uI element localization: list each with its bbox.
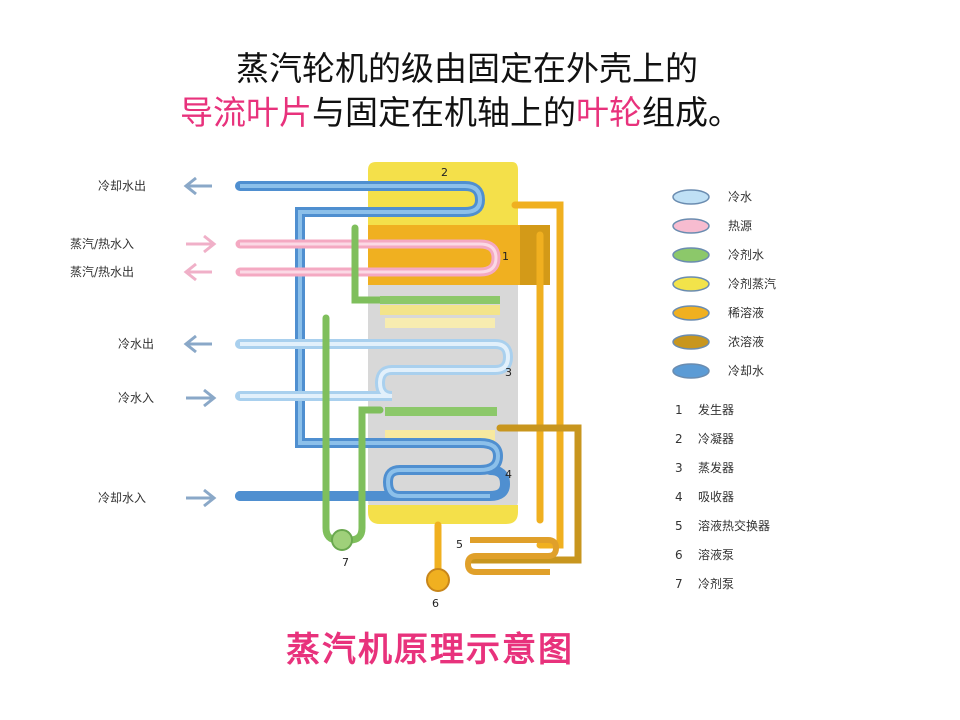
pipe-labels: 冷却水出 蒸汽/热水入 蒸汽/热水出 冷水出 冷水入 冷却水入 bbox=[70, 179, 154, 505]
legend-label: 冷水 bbox=[728, 190, 752, 204]
component-name: 溶液热交换器 bbox=[698, 518, 770, 533]
component-number: 3 bbox=[675, 461, 683, 475]
marker-5: 5 bbox=[456, 538, 463, 551]
component-number: 6 bbox=[675, 548, 683, 562]
legend-label: 冷剂蒸汽 bbox=[728, 276, 776, 291]
marker-4: 4 bbox=[505, 468, 512, 481]
flow-arrows bbox=[183, 176, 217, 508]
legend-label: 稀溶液 bbox=[728, 305, 764, 320]
component-list: 1 发生器 2 冷凝器 3 蒸发器 4 吸收器 5 溶液热交换器 6 溶液泵 7 冷剂泵 bbox=[675, 402, 770, 591]
component-number: 5 bbox=[675, 519, 683, 533]
pipe-label-chilled-in: 冷水入 bbox=[118, 391, 154, 405]
legend-item: 冷却水 bbox=[672, 363, 764, 379]
legend-label: 热源 bbox=[728, 219, 752, 233]
component-number: 4 bbox=[675, 490, 683, 504]
legend-swatch bbox=[672, 247, 710, 263]
legend-label: 冷却水 bbox=[728, 364, 764, 378]
legend-item: 冷剂蒸汽 bbox=[672, 276, 776, 292]
refrigerant-pump-icon bbox=[331, 529, 353, 551]
component-number: 1 bbox=[675, 403, 683, 417]
heat-exchanger bbox=[464, 537, 560, 575]
legend-item: 冷剂水 bbox=[672, 247, 764, 263]
title-line-1: 蒸汽轮机的级由固定在外壳上的 bbox=[236, 49, 698, 88]
legend-item: 冷水 bbox=[672, 189, 752, 205]
title-text-end: 组成。 bbox=[642, 93, 741, 132]
component-name: 冷剂泵 bbox=[698, 576, 734, 591]
pipe-label-cooling-out: 冷却水出 bbox=[98, 179, 146, 193]
pipe-label-chilled-out: 冷水出 bbox=[118, 337, 154, 351]
component-name: 冷凝器 bbox=[698, 431, 734, 446]
title-text-mid: 与固定在机轴上的 bbox=[312, 93, 576, 132]
legend-swatch bbox=[672, 218, 710, 234]
highlight-guide-vanes: 导流叶片 bbox=[180, 93, 312, 132]
marker-1: 1 bbox=[502, 250, 509, 263]
component-number: 2 bbox=[675, 432, 683, 446]
solution-pipes bbox=[434, 201, 564, 574]
legend-item: 热源 bbox=[672, 218, 752, 234]
legend-item: 稀溶液 bbox=[672, 305, 764, 321]
highlight-impeller: 叶轮 bbox=[576, 93, 642, 132]
component-name: 蒸发器 bbox=[698, 460, 734, 475]
diagram-caption: 蒸汽机原理示意图 bbox=[286, 630, 574, 670]
marker-7: 7 bbox=[342, 556, 349, 569]
title-line-2: 导流叶片与固定在机轴上的叶轮组成。 bbox=[0, 86, 960, 134]
legend-item: 浓溶液 bbox=[672, 334, 764, 350]
pipe-label-steam-out: 蒸汽/热水出 bbox=[70, 264, 134, 279]
component-name: 溶液泵 bbox=[698, 547, 734, 562]
marker-6: 6 bbox=[432, 597, 439, 610]
component-markers: 1 2 3 4 5 6 7 bbox=[342, 166, 512, 610]
legend-swatch bbox=[672, 189, 710, 205]
marker-2: 2 bbox=[441, 166, 448, 179]
component-number: 7 bbox=[675, 577, 683, 591]
solution-pump-icon bbox=[426, 568, 450, 592]
component-name: 发生器 bbox=[698, 402, 734, 417]
legend-label: 冷剂水 bbox=[728, 247, 764, 262]
legend-swatch bbox=[672, 276, 710, 292]
pipe-label-cooling-in: 冷却水入 bbox=[98, 491, 146, 505]
legend-label: 浓溶液 bbox=[728, 334, 764, 349]
legend-swatch bbox=[672, 305, 710, 321]
marker-3: 3 bbox=[505, 366, 512, 379]
legend-swatch bbox=[672, 363, 710, 379]
pipe-label-steam-in: 蒸汽/热水入 bbox=[70, 236, 134, 251]
legend-swatch bbox=[672, 334, 710, 350]
component-name: 吸收器 bbox=[698, 490, 734, 504]
